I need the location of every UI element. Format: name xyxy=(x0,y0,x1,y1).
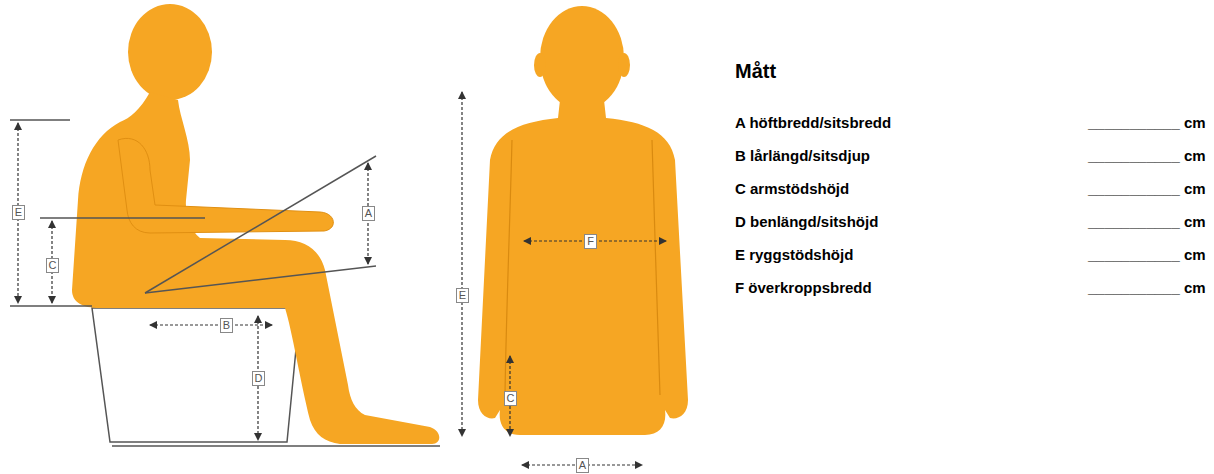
measure-name: F överkroppsbredd xyxy=(735,279,872,296)
callout-letter: E xyxy=(456,288,469,303)
callout-letter: A xyxy=(576,458,589,473)
callout-letter: D xyxy=(252,371,265,386)
measure-blank: ___________ cm xyxy=(1088,180,1206,197)
back-figure xyxy=(478,6,688,435)
measure-blank: ___________ cm xyxy=(1088,246,1206,263)
callout-letter: C xyxy=(504,391,517,406)
callout-letter: A xyxy=(362,206,375,221)
seat-box xyxy=(92,308,300,442)
measure-blank: ___________ cm xyxy=(1088,213,1206,230)
callout-letter: C xyxy=(46,258,59,273)
measure-name: D benlängd/sitshöjd xyxy=(735,213,878,230)
floor-line xyxy=(112,445,440,447)
measure-name: C armstödshöjd xyxy=(735,180,849,197)
measure-name: A höftbredd/sitsbredd xyxy=(735,114,891,131)
callout-letter: F xyxy=(584,234,597,249)
heading: Mått xyxy=(735,60,776,83)
measure-blank: ___________ cm xyxy=(1088,279,1206,296)
callout-letter: B xyxy=(220,318,233,333)
measure-blank: ___________ cm xyxy=(1088,147,1206,164)
measure-name: B lårlängd/sitsdjup xyxy=(735,147,870,164)
callout-letter: E xyxy=(12,205,25,220)
measure-name: E ryggstödshöjd xyxy=(735,246,853,263)
side-figure xyxy=(72,4,439,444)
measure-blank: ___________ cm xyxy=(1088,114,1206,131)
